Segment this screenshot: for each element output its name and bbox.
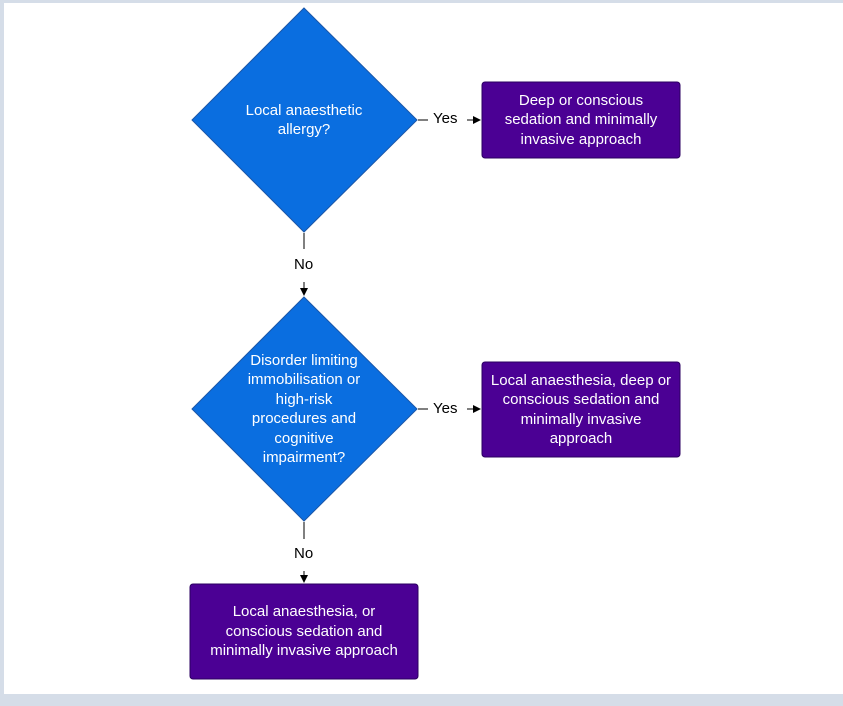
edge-label-no-1: No	[292, 256, 316, 274]
edge-label-yes-1: Yes	[431, 110, 460, 128]
outcome-box-local-deep-sedation	[481, 361, 681, 458]
outcome-text-local-conscious-sedation: Local anaesthesia, or conscious sedation…	[210, 603, 398, 660]
outcome-text-sedation: Deep or conscious sedation and minimally…	[504, 91, 658, 148]
edge-label-yes-2: Yes	[431, 400, 460, 418]
outcome-box-sedation	[481, 81, 681, 159]
flowchart-canvas: Local anaesthetic allergy? Disorder limi…	[4, 3, 843, 694]
decision-diamond-allergy	[191, 7, 418, 233]
decision-diamond-disorder	[191, 296, 418, 522]
outcome-box-local-conscious-sedation	[189, 583, 419, 680]
outcome-text-local-deep-sedation: Local anaesthesia, deep or conscious sed…	[490, 371, 672, 448]
edge-label-no-2: No	[292, 545, 316, 563]
decision-text-disorder: Disorder limiting immobilisation or high…	[247, 351, 361, 467]
decision-text-allergy: Local anaesthetic allergy?	[245, 101, 363, 139]
flowchart-shapes	[189, 7, 681, 680]
